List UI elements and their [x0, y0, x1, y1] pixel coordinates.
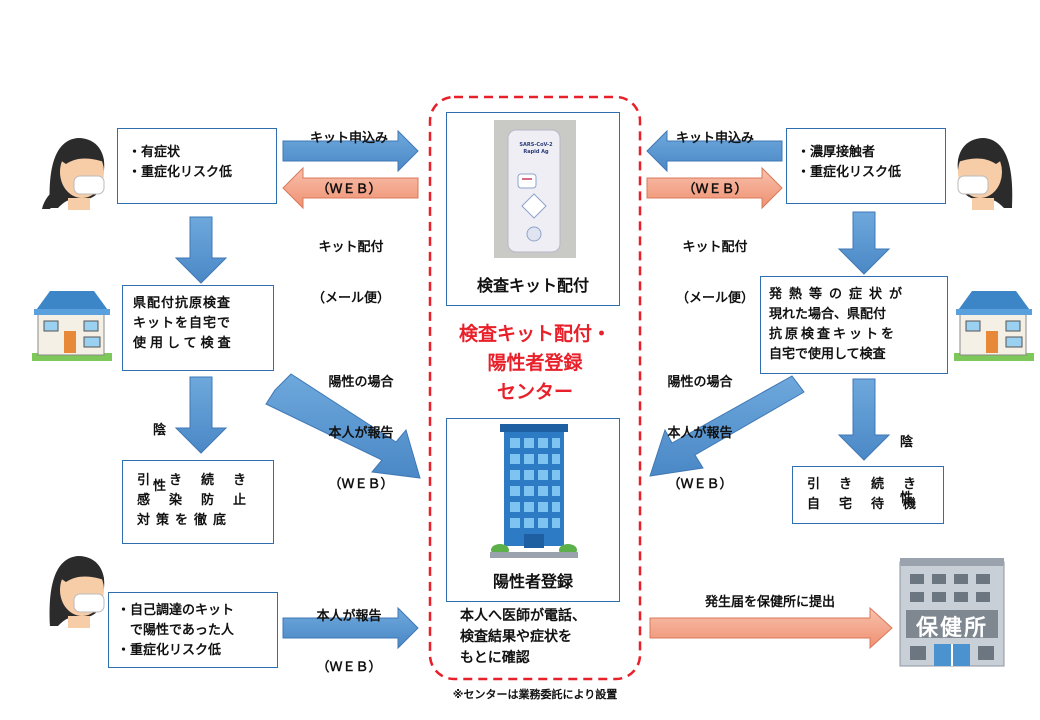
house-icon: [32, 291, 112, 361]
label-line: 本人が報告: [667, 426, 733, 441]
right-deliver-label: キット配付 （メール便）: [650, 205, 780, 324]
kit-box-label: 検査キット配付: [476, 276, 589, 295]
confirm-line: 本人へ医師が電話、: [460, 608, 586, 624]
center-title-line: センター: [496, 381, 573, 403]
health-center-sign: 保健所: [915, 616, 988, 641]
box-line: ・自己調達のキット: [117, 603, 235, 618]
right-down-arrow-1: [837, 211, 891, 275]
doctor-confirm-text: 本人へ医師が電話、 検査結果や症状を もとに確認: [460, 606, 640, 669]
negative-char: 陰: [153, 423, 167, 438]
left-deliver-label: キット配付 （メール便）: [286, 205, 416, 324]
box-line: 自宅待機: [807, 497, 936, 512]
label-line: キット配付: [682, 240, 748, 255]
person-mask-icon: [42, 138, 105, 210]
box-line: ・有症状: [128, 145, 181, 160]
label-line: （メール便）: [675, 291, 754, 306]
box-line: 対策を徹底: [137, 513, 233, 528]
registration-box-label: 陽性者登録: [492, 572, 573, 591]
left-positive-arrow: [265, 373, 421, 479]
confirm-line: もとに確認: [460, 650, 530, 666]
center-title-line: 陽性者登録: [487, 352, 583, 374]
notify-label: 発生届を保健所に提出: [704, 595, 835, 610]
box-line: ・濃厚接触者: [797, 145, 876, 160]
house-icon: [954, 291, 1034, 361]
right-deliver-arrow: [646, 166, 783, 210]
right-positive-label: 陽性の場合 本人が報告 （ＷＥＢ）: [645, 340, 755, 510]
label-line: （ＷＥＢ）: [667, 477, 733, 492]
label-line: （ＷＥＢ）: [682, 182, 748, 197]
right-apply-label: キット申込み （ＷＥＢ）: [650, 96, 780, 215]
kit-print-text: Rapid Ag: [523, 149, 549, 155]
center-title-line: 検査キット配付・: [458, 323, 611, 345]
negative-char: 性: [900, 491, 914, 506]
left-apply-arrow: [282, 129, 419, 173]
right-down-arrow-2: [837, 378, 891, 461]
left-test-box: 県配付抗原検査 キットを自宅で 使用して検査: [122, 285, 274, 371]
box-line: 発熱等の症状が: [769, 287, 910, 302]
right-positive-arrow: [649, 375, 805, 477]
box-line: ・重症化リスク低: [117, 643, 222, 658]
bottom-report-label: 本人が報告 （ＷＥＢ）: [284, 574, 414, 693]
box-line: 使用して検査: [133, 336, 235, 351]
right-result-box: 引き続き 自宅待機: [792, 466, 944, 524]
health-center-icon: [899, 558, 1005, 667]
label-line: キット申込み: [309, 131, 388, 146]
confirm-line: 検査結果や症状を: [460, 629, 572, 645]
box-line: 引き続き: [807, 477, 936, 492]
self-test-box: ・自己調達のキット で陽性であった人 ・重症化リスク低: [108, 592, 278, 668]
kit-print-text: SARS-CoV-2: [519, 142, 553, 148]
left-down-arrow-2: [174, 376, 228, 454]
label-line: （ＷＥＢ）: [328, 477, 394, 492]
bottom-report-arrow: [282, 606, 419, 650]
label-line: キット配付: [318, 240, 384, 255]
left-down-arrow-1: [174, 216, 228, 284]
label-line: （メール便）: [311, 291, 390, 306]
box-line: 現れた場合、県配付: [769, 307, 887, 322]
box-line: ・重症化リスク低: [128, 165, 233, 180]
left-deliver-arrow: [282, 166, 419, 210]
left-negative-label: 陰 性: [153, 388, 166, 512]
negative-char: 性: [153, 479, 167, 494]
label-line: 本人が報告: [316, 609, 382, 624]
left-positive-label: 陽性の場合 本人が報告 （ＷＥＢ）: [306, 340, 416, 510]
box-line: 抗原検査キットを: [769, 327, 898, 342]
label-line: キット申込み: [675, 131, 754, 146]
right-test-box: 発熱等の症状が 現れた場合、県配付 抗原検査キットを 自宅で使用して検査: [760, 276, 948, 374]
test-kit-icon: SARS-CoV-2 Rapid Ag: [494, 120, 576, 258]
label-line: （ＷＥＢ）: [316, 182, 382, 197]
label-line: 陽性の場合: [328, 375, 394, 390]
left-result-box: 引き続き 感染防止 対策を徹底: [122, 460, 274, 544]
box-line: 感染防止: [137, 493, 266, 508]
center-dashed-frame: [428, 95, 642, 681]
label-line: 本人が報告: [328, 426, 394, 441]
center-title: 検査キット配付・ 陽性者登録 センター: [432, 320, 638, 407]
box-line: ・重症化リスク低: [797, 165, 902, 180]
footnote: ※センターは業務委託により設置: [452, 688, 618, 701]
box-line: 自宅で使用して検査: [769, 347, 886, 362]
notify-arrow: [649, 606, 893, 650]
right-apply-arrow: [646, 129, 783, 173]
box-line: 県配付抗原検査: [133, 296, 232, 311]
box-line: で陽性であった人: [117, 623, 234, 638]
left-apply-label: キット申込み （ＷＥＢ）: [284, 96, 414, 215]
box-line: キットを自宅で: [133, 316, 232, 331]
left-condition-box: ・有症状 ・重症化リスク低: [117, 128, 277, 204]
label-line: （ＷＥＢ）: [316, 660, 382, 675]
right-negative-label: 陰 性: [900, 400, 913, 524]
person-mask-icon: [957, 138, 1013, 210]
office-building-icon: [490, 424, 578, 558]
negative-char: 陰: [900, 435, 914, 450]
box-line: 引き続き: [137, 473, 266, 488]
person-mask-icon: [49, 556, 105, 628]
label-line: 陽性の場合: [667, 375, 733, 390]
right-condition-box: ・濃厚接触者 ・重症化リスク低: [786, 128, 946, 204]
